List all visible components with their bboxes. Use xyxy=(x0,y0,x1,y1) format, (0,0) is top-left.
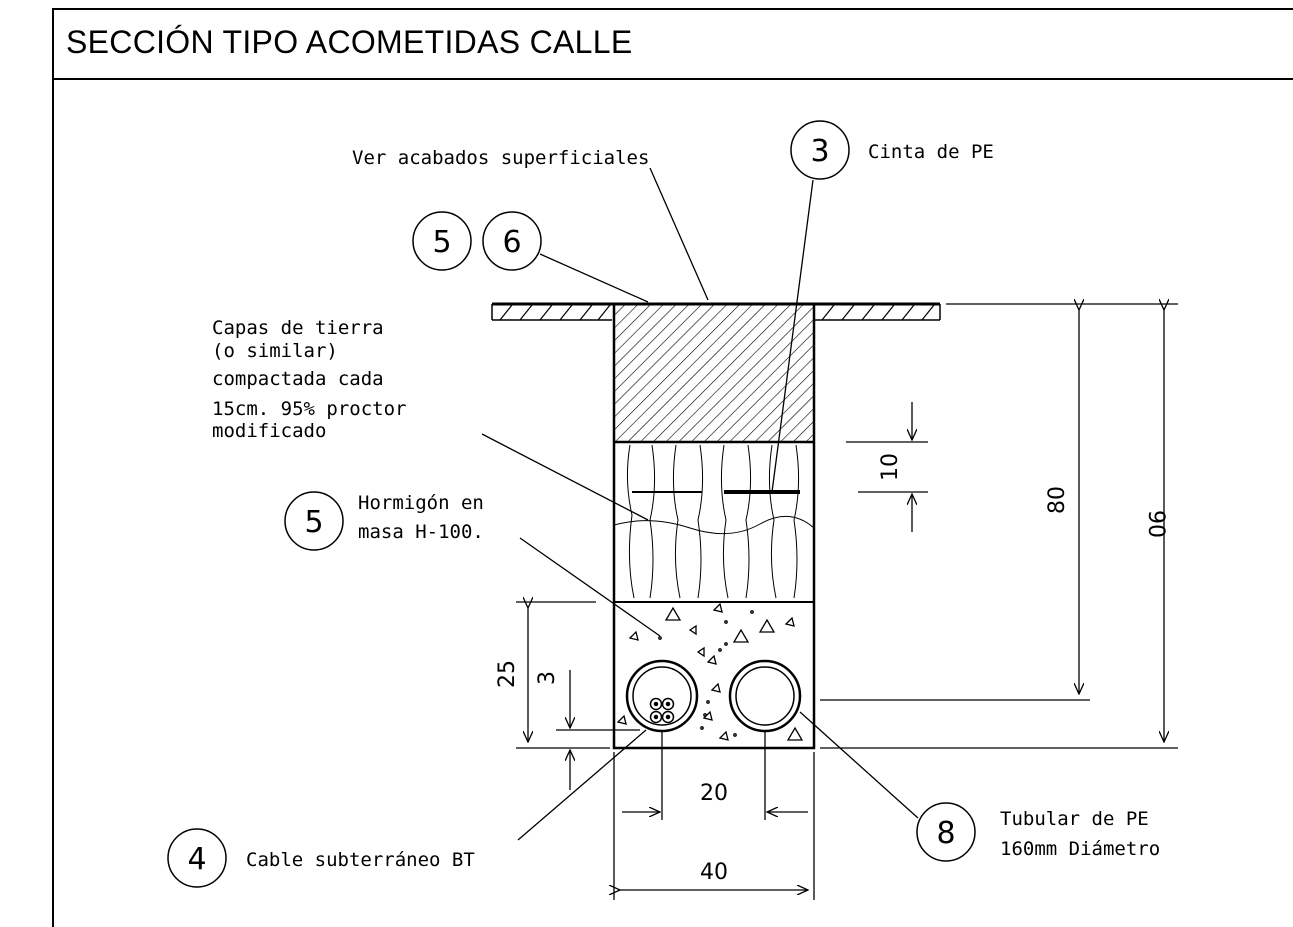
drawing-title: SECCIÓN TIPO ACOMETIDAS CALLE xyxy=(66,24,633,60)
dimension-concrete-height: 25 xyxy=(495,660,520,688)
dimension-trench-width: 40 xyxy=(700,860,728,885)
dimension-tape-depth: 10 xyxy=(878,453,903,481)
label-duct: Tubular de PE 160mm Diámetro xyxy=(1000,808,1160,860)
dimension-duct-spacing: 20 xyxy=(700,781,728,806)
leader-lines xyxy=(481,167,919,841)
marker-surface: 5 6 xyxy=(412,211,542,271)
marker-surface-a-number: 5 xyxy=(432,225,451,260)
marker-duct-number: 8 xyxy=(936,816,955,851)
label-cable: Cable subterráneo BT xyxy=(246,849,475,871)
marker-tape: 3 xyxy=(790,120,850,180)
marker-duct: 8 xyxy=(916,802,976,862)
dimension-lines xyxy=(516,304,1178,900)
marker-concrete-number: 5 xyxy=(304,505,323,540)
marker-surface-b-number: 6 xyxy=(502,225,521,260)
marker-cable-number: 4 xyxy=(187,842,206,877)
label-concrete-line-1: Hormigón en xyxy=(358,492,484,514)
pavement-layer xyxy=(614,304,814,442)
dimension-depth-to-duct: 80 xyxy=(1045,486,1070,514)
label-duct-line-2: 160mm Diámetro xyxy=(1000,838,1160,860)
label-fill-line-5: modificado xyxy=(212,420,326,442)
label-concrete-line-2: masa H-100. xyxy=(358,521,484,543)
dimension-total-depth: 90 xyxy=(1143,510,1168,538)
label-fill: Capas de tierra (o similar) compactada c… xyxy=(212,317,406,442)
dimension-bottom-cover: 3 xyxy=(535,671,560,685)
concrete-aggregate xyxy=(616,602,804,741)
title-bar xyxy=(52,8,1293,80)
cable-duct xyxy=(625,659,699,733)
label-fill-line-2: (o similar) xyxy=(212,340,338,362)
compacted-soil-layer xyxy=(613,444,815,599)
label-surface-finish: Ver acabados superficiales xyxy=(352,147,649,169)
label-concrete: Hormigón en masa H-100. xyxy=(358,492,484,543)
marker-cable: 4 xyxy=(167,828,227,888)
label-fill-line-4: 15cm. 95% proctor xyxy=(212,398,406,420)
label-tape: Cinta de PE xyxy=(868,141,994,163)
label-fill-line-1: Capas de tierra xyxy=(212,317,384,339)
drawing-frame xyxy=(52,8,1293,927)
cable-conductors xyxy=(649,697,675,724)
trench-outline xyxy=(612,302,816,750)
marker-concrete: 5 xyxy=(284,491,344,551)
label-fill-line-3: compactada cada xyxy=(212,368,384,390)
marker-tape-number: 3 xyxy=(810,134,829,169)
spare-duct xyxy=(728,659,802,733)
label-duct-line-1: Tubular de PE xyxy=(1000,808,1149,830)
